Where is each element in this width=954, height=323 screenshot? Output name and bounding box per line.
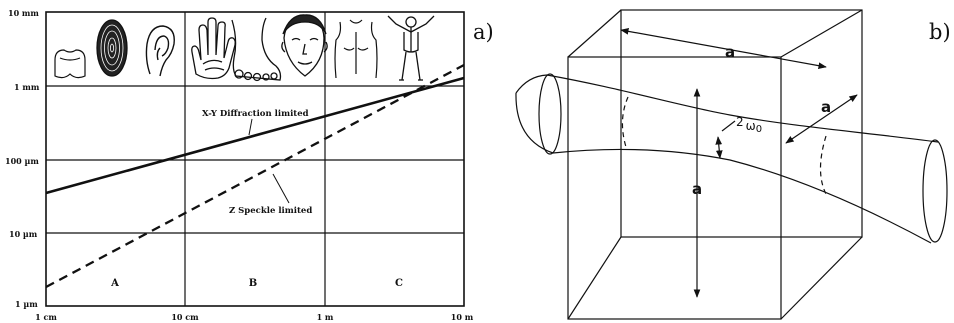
y-tick-10mm: 10 mm [8,8,39,18]
beam-left-end-ellipse [538,73,562,155]
face-icon [281,14,328,77]
waist-symbol: ω [746,119,756,133]
y-tick-1um: 1 µm [15,299,38,309]
y-tick-1mm: 1 mm [14,82,40,92]
xy-diffraction-line [45,76,465,195]
x-tick-1cm: 1 cm [35,312,57,322]
chart-frame [45,11,465,307]
waist-label-leader [721,120,736,132]
beam-envelope-lower [552,148,932,244]
dimension-arrow-depth [785,94,858,144]
beam-right-end-ellipse [922,139,948,243]
ear-icon [145,25,175,77]
x-tick-1m: 1 m [317,312,334,322]
beam-cross-section-left [621,96,629,148]
cube-front-face [567,56,782,320]
y-tick-10um: 10 µm [9,229,38,239]
z-speckle-line [45,63,465,289]
beam-left-flare-lower [515,92,554,154]
beam-cube-diagram [515,9,948,320]
dimension-arrow-top [620,28,827,69]
waist-arrow [715,136,723,159]
z-speckle-label: Z Speckle limited [229,206,312,216]
xy-diffraction-label: X-Y Diffraction limited [202,109,309,119]
edge-label-vertical: a [692,180,702,198]
edge-label-top: a [725,43,735,61]
beam-cross-section-right [819,135,827,195]
z-speckle-pointer [272,173,290,204]
fingerprint-icon [96,19,128,77]
beam-envelope-upper [546,74,939,143]
cube-edge-top-right [780,9,863,58]
foot-icon [231,17,282,82]
zone-a-label: A [110,278,119,289]
waist-subscript: 0 [756,124,762,135]
cube-edge-bottom-right [780,236,863,320]
x-tick-10m: 10 m [451,312,474,322]
cube-back-face [620,9,863,238]
resolution-chart: 10 mm 1 mm 100 µm 10 µm 1 µm 1 cm 10 cm … [5,8,494,322]
torso-icon [334,19,378,79]
edge-label-depth: a [821,98,831,116]
zone-b-label: B [249,278,257,289]
xy-diffraction-pointer [248,118,253,136]
full-body-icon [387,15,435,81]
tooth-icon [54,49,86,79]
panel-b-label: b) [929,20,951,44]
cube-edge-top-left [567,9,622,58]
zone-c-label: C [395,278,403,289]
x-tick-10cm: 10 cm [171,312,199,322]
cube-edge-bottom-left [567,236,622,320]
panel-a-label: a) [473,20,494,44]
waist-factor: 2 [736,115,744,129]
hand-icon [191,17,236,80]
y-tick-100um: 100 µm [5,156,39,166]
beam-left-flare [515,74,548,94]
